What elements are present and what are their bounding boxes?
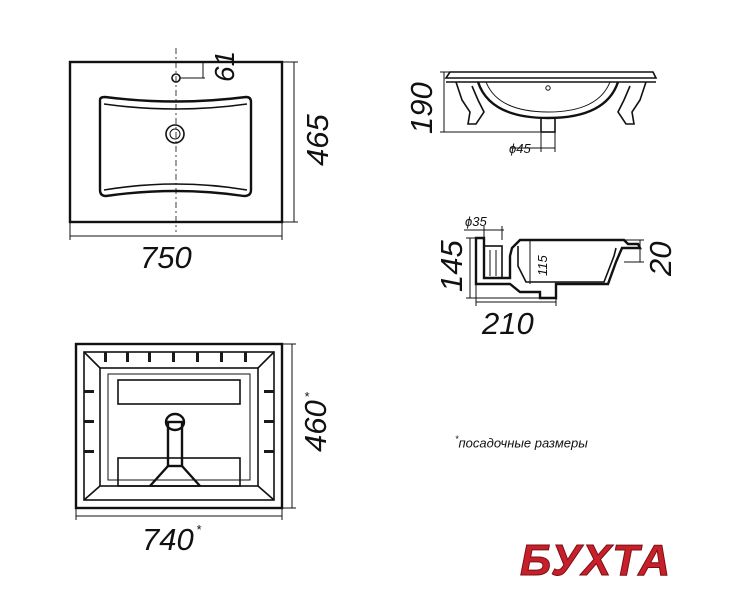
basin-outline	[98, 95, 253, 198]
width-label: 750	[140, 240, 192, 275]
section-outline	[474, 236, 642, 300]
top-view: 61 465 750	[68, 48, 335, 275]
section-height-label: 145	[434, 240, 469, 292]
bottom-width-marker: *	[196, 522, 202, 537]
bottom-drain-pipe	[166, 420, 184, 468]
brand-logo: БУХТА	[520, 536, 671, 586]
side-rim	[444, 71, 658, 79]
drain-inner	[169, 128, 181, 140]
overflow-channel	[483, 245, 503, 279]
bottom-ribs-top	[104, 352, 247, 362]
basin-inner-bottom	[103, 183, 248, 191]
side-view: 190 ϕ45	[404, 71, 658, 156]
side-height-label: 190	[404, 82, 439, 134]
fitting-note: *посадочные размеры	[455, 434, 588, 450]
bottom-view: 460 * 740 *	[74, 342, 333, 557]
section-depth-label: 210	[481, 306, 534, 341]
drain-outer	[165, 124, 185, 144]
overflow-diameter-label: ϕ35	[465, 214, 487, 229]
note-text: посадочные размеры	[458, 435, 588, 451]
rim-height-label: 20	[643, 242, 678, 277]
bowl-depth-label: 115	[535, 255, 550, 276]
side-bowl	[476, 81, 620, 120]
bottom-depth-label: 460	[298, 400, 333, 452]
bottom-width-label: 740	[142, 522, 194, 557]
drain-diameter-label: ϕ45	[509, 141, 531, 156]
bottom-ribs-sides	[84, 390, 274, 453]
tap-offset-label: 61	[209, 51, 240, 82]
side-leg-right	[617, 81, 647, 125]
logo-text: БУХТА	[520, 536, 671, 585]
bottom-depth-marker: *	[304, 389, 310, 404]
note-marker: *	[455, 434, 459, 444]
side-drain	[540, 117, 556, 133]
basin-inner-top	[103, 103, 248, 110]
side-leg-left	[455, 81, 485, 125]
depth-label: 465	[300, 114, 335, 166]
section-view: ϕ35 145 115 20 210	[434, 214, 678, 341]
bottom-outline	[74, 342, 284, 510]
